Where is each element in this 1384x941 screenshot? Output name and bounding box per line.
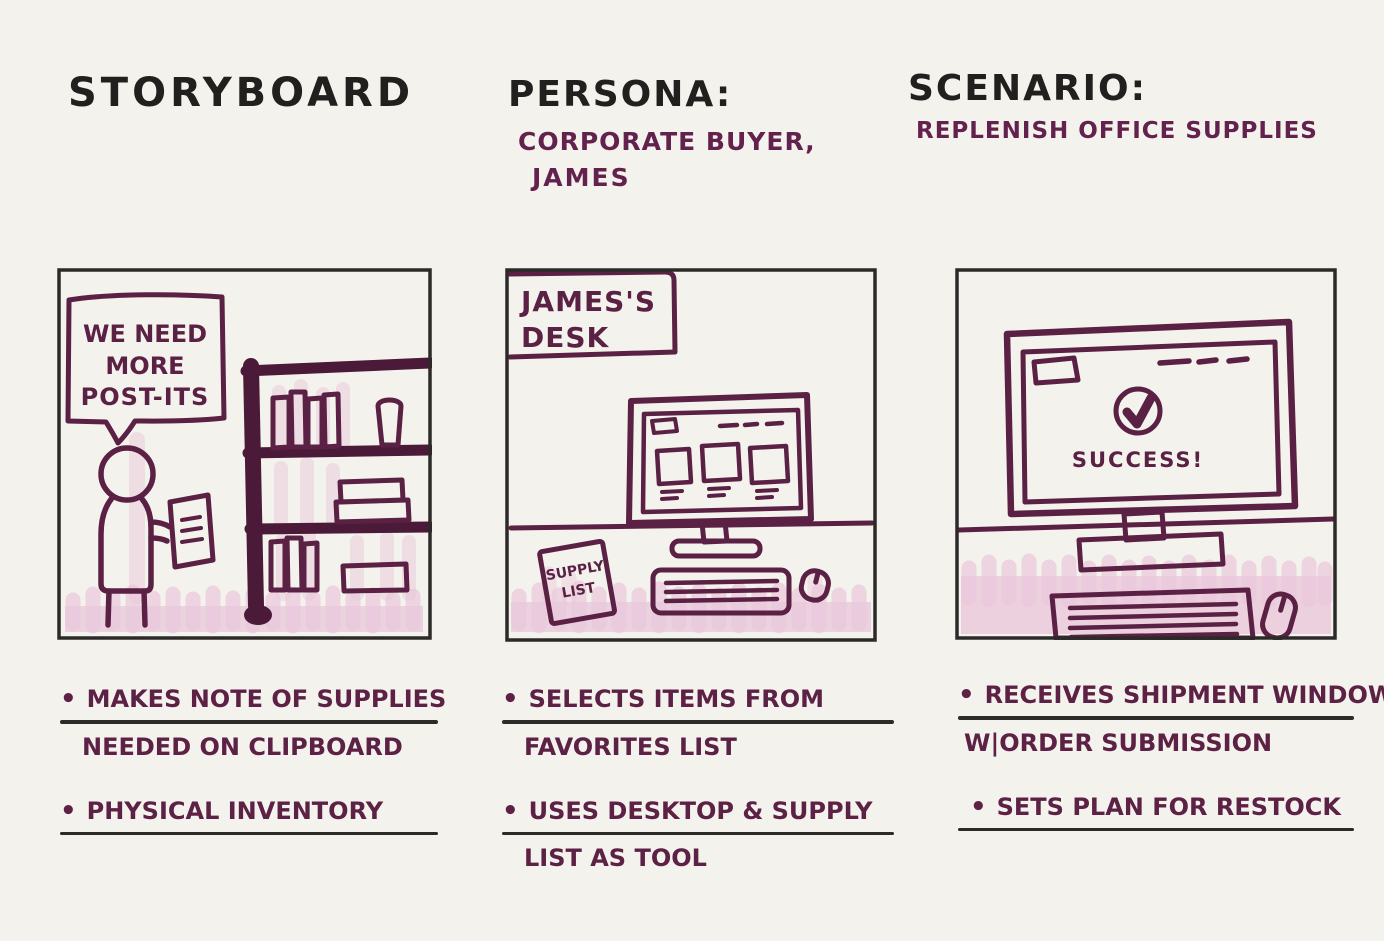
books-top-shelf — [270, 389, 342, 451]
persona-label: PERSONA: — [508, 74, 733, 115]
note-underline — [60, 831, 438, 835]
persona-value-line2: JAMES — [532, 163, 631, 192]
note-line2: FAVORITES LIST — [524, 732, 737, 761]
clipboard — [167, 492, 216, 570]
monitor-frame — [626, 392, 814, 526]
monitor-base — [669, 538, 763, 559]
box-stack — [333, 477, 412, 525]
note: • SELECTS ITEMS FROM FAVORITES LIST — [502, 684, 894, 762]
note-line1: RECEIVES SHIPMENT WINDOW — [984, 681, 1384, 709]
bullet-dot: • — [970, 791, 987, 822]
screen-card-lines — [660, 486, 779, 501]
note: • SETS PLAN FOR RESTOCK — [958, 791, 1354, 831]
shelf-boards — [240, 357, 432, 535]
cup — [375, 397, 404, 448]
panel-2-illustration: JAMES'S DESK SUPPLY LIST — [505, 268, 877, 642]
panel-3-notes: • RECEIVES SHIPMENT WINDOW W|ORDER SUBMI… — [958, 680, 1384, 831]
success-message: SUCCESS! — [1072, 448, 1204, 472]
monitor-base — [1076, 531, 1226, 573]
bubble-text-line2: MORE — [105, 352, 184, 380]
note-underline — [502, 720, 894, 724]
note-line2: W|ORDER SUBMISSION — [964, 728, 1273, 757]
scenario-label: SCENARIO: — [908, 68, 1148, 109]
keyboard — [650, 567, 792, 616]
monitor-screen — [1020, 339, 1282, 505]
person-legs — [105, 588, 148, 628]
desk-edge — [508, 520, 875, 531]
panel-label-box — [506, 269, 678, 360]
shelf-items — [268, 389, 412, 594]
monitor-frame — [1003, 318, 1299, 518]
clipboard-lines — [180, 515, 204, 544]
persona-value-line1: CORPORATE BUYER, — [518, 127, 816, 156]
supply-note-line2: LIST — [561, 580, 597, 602]
speech-bubble-text: WE NEED MORE POST-ITS — [81, 320, 210, 411]
note-underline — [958, 827, 1354, 831]
bullet-dot: • — [60, 795, 77, 826]
screen-menu-dashes — [1157, 356, 1250, 366]
note-underline — [958, 716, 1354, 720]
keyboard-lines — [1067, 601, 1240, 640]
monitor-screen — [640, 407, 804, 515]
person-arm — [148, 519, 173, 544]
check-icon — [1122, 393, 1156, 429]
panel-label-line1: JAMES'S — [519, 285, 656, 318]
note-line1: MAKES NOTE OF SUPPLIES — [86, 685, 447, 713]
mouse — [798, 568, 831, 603]
scenario-value: REPLENISH OFFICE SUPPLIES — [916, 118, 1318, 144]
note-line2: NEEDED ON CLIPBOARD — [82, 732, 403, 761]
bullet-dot: • — [958, 680, 975, 710]
shelf-post — [243, 358, 264, 614]
panel-label-line2: DESK — [521, 321, 610, 354]
panel-border — [955, 268, 1337, 640]
note-line1: SELECTS ITEMS FROM — [528, 685, 824, 713]
scenario-section: SCENARIO: REPLENISH OFFICE SUPPLIES — [908, 68, 1318, 144]
bullet-dot: • — [502, 795, 519, 826]
panel-border — [505, 268, 877, 642]
note-line2: LIST AS TOOL — [524, 844, 707, 872]
screen-menu-dashes — [717, 420, 785, 429]
stick-figure-person — [98, 445, 173, 628]
page-title: STORYBOARD — [68, 70, 415, 116]
screen-cards — [654, 441, 791, 487]
desk-edge — [956, 516, 1336, 533]
books-bottom-shelf — [268, 535, 320, 593]
panel-2-notes: • SELECTS ITEMS FROM FAVORITES LIST • US… — [502, 684, 894, 873]
note-line1: SETS PLAN FOR RESTOCK — [996, 792, 1341, 821]
speech-bubble — [65, 292, 227, 446]
panel-border — [57, 268, 432, 640]
note-line1: USES DESKTOP & SUPPLY — [528, 796, 873, 825]
note: • PHYSICAL INVENTORY — [60, 795, 438, 835]
note: • MAKES NOTE OF SUPPLIES NEEDED ON CLIPB… — [60, 684, 446, 762]
box-bottom-shelf — [340, 561, 410, 594]
note: • RECEIVES SHIPMENT WINDOW W|ORDER SUBMI… — [958, 680, 1384, 758]
desktop-monitor — [626, 392, 814, 559]
note-underline — [60, 720, 438, 724]
persona-section: PERSONA: CORPORATE BUYER, JAMES — [508, 74, 816, 192]
desktop-monitor — [1003, 318, 1299, 573]
bubble-text-line1: WE NEED — [83, 320, 207, 348]
person-head — [98, 445, 156, 503]
note: • USES DESKTOP & SUPPLY LIST AS TOOL — [502, 796, 894, 874]
keyboard-lines — [663, 578, 780, 604]
screen-logo — [1031, 355, 1081, 386]
bubble-text-line3: POST-ITS — [81, 383, 210, 411]
note-line1: PHYSICAL INVENTORY — [86, 796, 384, 825]
panel-1-illustration: WE NEED MORE POST-ITS — [57, 268, 432, 640]
shelf-foot — [244, 605, 272, 625]
note-underline — [502, 831, 894, 835]
bookshelf — [240, 357, 432, 625]
bullet-dot: • — [60, 684, 77, 714]
pink-floor-shading — [65, 379, 423, 634]
bullet-dot: • — [502, 684, 519, 714]
panel-3-illustration: SUCCESS! — [955, 268, 1337, 640]
screen-logo — [650, 417, 679, 435]
check-circle — [1113, 386, 1163, 436]
panel-1-notes: • MAKES NOTE OF SUPPLIES NEEDED ON CLIPB… — [60, 684, 446, 835]
